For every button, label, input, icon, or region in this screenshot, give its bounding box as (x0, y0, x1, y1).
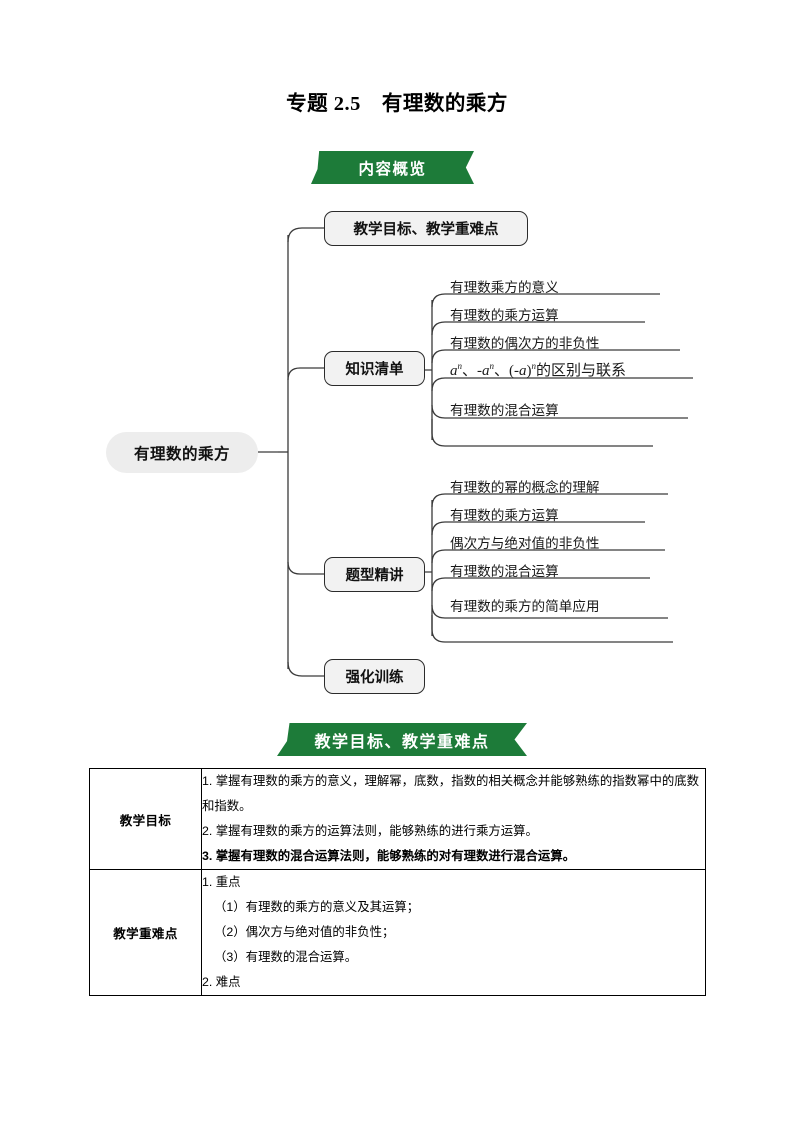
table-row-label-keypoints: 教学重难点 (89, 869, 202, 996)
mindmap-branch-training-label: 强化训练 (345, 670, 404, 686)
page-title: 专题 2.5 有理数的乘方 (286, 93, 508, 115)
mindmap-root-node[interactable]: 有理数的乘方 (106, 432, 258, 473)
mindmap-branch-knowledge[interactable]: 知识清单 (324, 351, 425, 386)
leaf-label: 有理数的乘方运算 (450, 308, 559, 323)
leaf-label: 有理数的幂的概念的理解 (450, 480, 600, 495)
leaf-label: 偶次方与绝对值的非负性 (450, 536, 600, 551)
leaf-label: 有理数的乘方运算 (450, 508, 559, 523)
keypoint-line: （2）偶次方与绝对值的非负性； (214, 925, 395, 939)
mindmap-branch-objectives-label: 教学目标、教学重难点 (353, 222, 499, 238)
leaf-label: 有理数的偶次方的非负性 (450, 336, 600, 351)
mindmap-leaf-problems-5[interactable]: 有理数的乘方的简单应用 (432, 595, 687, 615)
objective-line: 1. 掌握有理数的乘方的意义，理解幂，底数，指数的相关概念并能够熟练的指数幂中的… (202, 774, 700, 813)
keypoint-line: （1）有理数的乘方的意义及其运算； (214, 900, 420, 914)
banner-content-overview: 内容概览 (311, 151, 474, 184)
keypoint-line: 2. 难点 (202, 975, 241, 989)
mindmap-leaf-knowledge-4[interactable]: an、-an、(-a)n的区别与联系 (432, 358, 702, 380)
leaf-label: 有理数的混合运算 (450, 403, 559, 418)
mindmap-leaf-knowledge-1[interactable]: 有理数乘方的意义 (432, 276, 672, 296)
banner-objectives-label: 教学目标、教学重难点 (314, 733, 490, 751)
mindmap-leaf-problems-4[interactable]: 有理数的混合运算 (432, 560, 672, 580)
objective-line: 2. 掌握有理数的乘方的运算法则，能够熟练的进行乘方运算。 (202, 824, 538, 838)
mindmap-leaf-knowledge-3[interactable]: 有理数的偶次方的非负性 (432, 332, 692, 352)
keypoint-line: 1. 重点 (202, 875, 241, 889)
mindmap-branch-training[interactable]: 强化训练 (324, 659, 425, 694)
leaf-math-expression: an、-an、(-a)n的区别与联系 (450, 360, 627, 379)
mindmap-root-label: 有理数的乘方 (133, 445, 230, 463)
mindmap-leaf-knowledge-2[interactable]: 有理数的乘方运算 (432, 304, 672, 324)
banner-overview-label: 内容概览 (358, 160, 427, 178)
mindmap-branch-objectives[interactable]: 教学目标、教学重难点 (324, 211, 528, 246)
mind-map-connectors (258, 227, 693, 677)
leaf-label: 有理数乘方的意义 (450, 280, 559, 295)
objective-line: 3. 掌握有理数的混合运算法则，能够熟练的对有理数进行混合运算。 (202, 849, 576, 863)
table-cell-keypoints-body: 1. 重点 （1）有理数的乘方的意义及其运算； （2）偶次方与绝对值的非负性； … (201, 869, 706, 996)
banner-teaching-objectives: 教学目标、教学重难点 (277, 723, 527, 756)
objectives-table: 教学目标 1. 掌握有理数的乘方的意义，理解幂，底数，指数的相关概念并能够熟练的… (89, 768, 706, 996)
mindmap-branch-problems[interactable]: 题型精讲 (324, 557, 425, 592)
mindmap-branch-knowledge-label: 知识清单 (345, 362, 404, 378)
mindmap-leaf-knowledge-5[interactable]: 有理数的混合运算 (432, 399, 672, 419)
mindmap-leaf-problems-1[interactable]: 有理数的幂的概念的理解 (432, 476, 682, 496)
table-row: 教学重难点 1. 重点 （1）有理数的乘方的意义及其运算； （2）偶次方与绝对值… (89, 869, 706, 996)
mindmap-leaf-problems-3[interactable]: 偶次方与绝对值的非负性 (432, 532, 682, 552)
table-row: 教学目标 1. 掌握有理数的乘方的意义，理解幂，底数，指数的相关概念并能够熟练的… (89, 768, 706, 870)
keypoint-line: （3）有理数的混合运算。 (214, 950, 358, 964)
mind-map: 有理数的乘方 教学目标、教学重难点 知识清单 题型精讲 强化训练 有理数乘方的意… (0, 200, 794, 710)
leaf-label: 有理数的混合运算 (450, 564, 559, 579)
leaf-label: 有理数的乘方的简单应用 (450, 599, 600, 614)
mindmap-branch-problems-label: 题型精讲 (345, 568, 404, 584)
table-cell-objectives-body: 1. 掌握有理数的乘方的意义，理解幂，底数，指数的相关概念并能够熟练的指数幂中的… (201, 768, 706, 870)
mindmap-leaf-problems-2[interactable]: 有理数的乘方运算 (432, 504, 672, 524)
table-row-label-objectives: 教学目标 (89, 768, 202, 870)
